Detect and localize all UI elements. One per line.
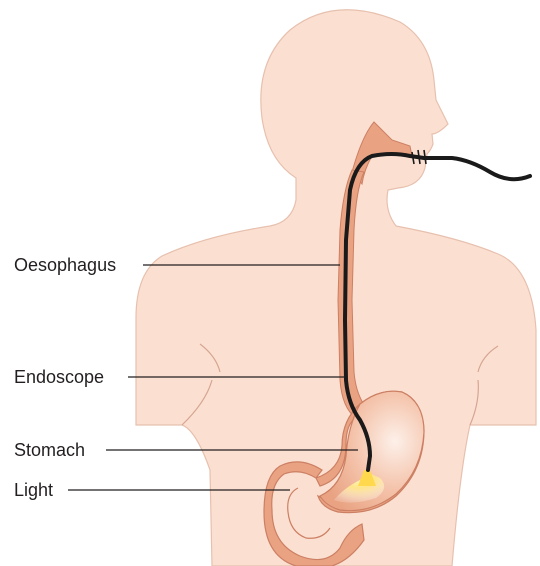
label-light: Light [14,480,53,500]
label-oesophagus: Oesophagus [14,255,116,275]
label-stomach: Stomach [14,440,85,460]
label-endoscope: Endoscope [14,367,104,387]
